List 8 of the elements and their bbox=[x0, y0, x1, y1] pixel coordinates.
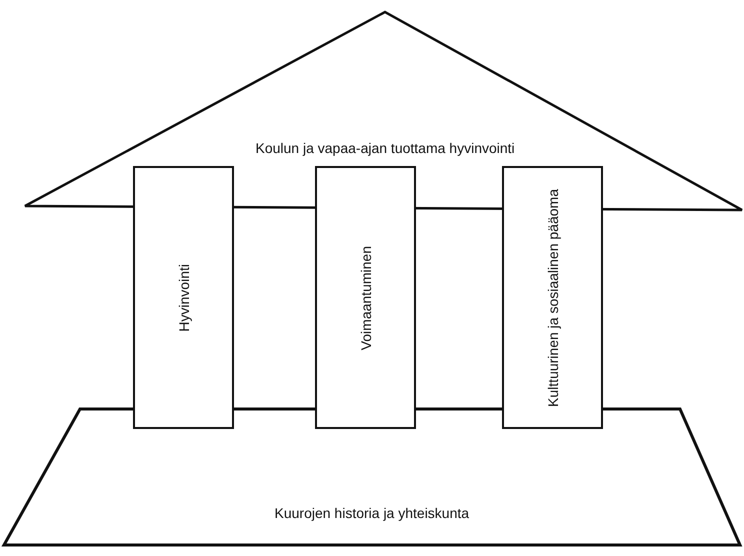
base-label: Kuurojen historia ja yhteiskunta bbox=[274, 505, 470, 521]
pillar-label: Kulttuurinen ja sosiaalinen pääoma bbox=[544, 188, 560, 406]
pillar-label: Hyvinvointi bbox=[176, 264, 192, 332]
pillar bbox=[133, 166, 234, 429]
pillar bbox=[315, 166, 416, 429]
roof-label: Koulun ja vapaa-ajan tuottama hyvinvointi bbox=[256, 140, 515, 156]
pillar bbox=[502, 166, 603, 429]
pillar-label: Voimaantuminen bbox=[358, 246, 374, 350]
